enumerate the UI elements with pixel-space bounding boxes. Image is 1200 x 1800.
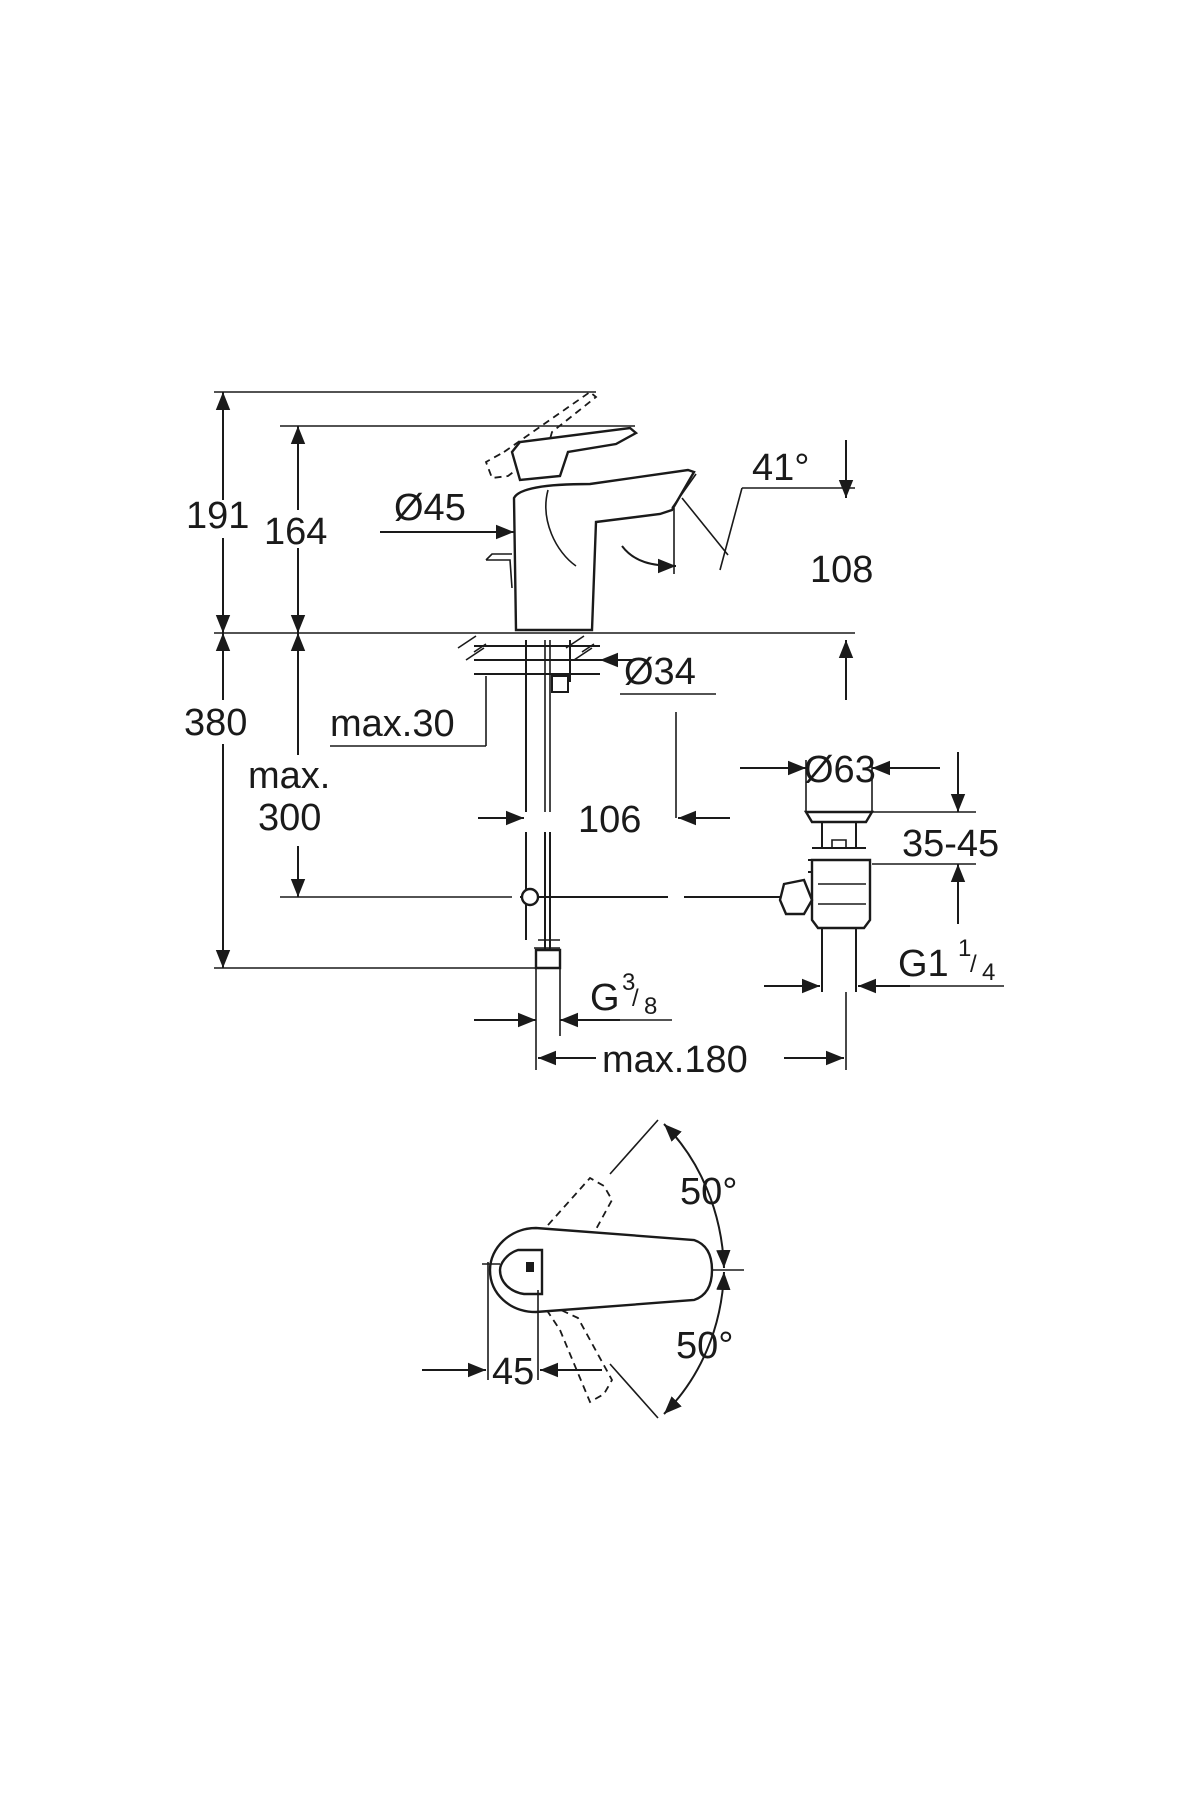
dim-d34-label: Ø34	[624, 651, 696, 693]
angle-upper-arc	[663, 1123, 731, 1269]
mounting-plate	[474, 645, 600, 675]
dim-d63-label: Ø63	[804, 749, 876, 791]
lever-handle	[510, 426, 639, 482]
faucet-spout-edge	[671, 473, 697, 509]
popup-rod	[485, 553, 513, 589]
lever-left-position	[538, 1176, 614, 1276]
dim-106-label: 106	[578, 799, 641, 841]
dim-380-label: 380	[184, 702, 247, 744]
dim-108-label: 108	[810, 549, 873, 591]
drain-side-nut	[778, 878, 814, 916]
deck-hatch-left	[457, 635, 487, 661]
lever-right-position	[537, 1297, 614, 1404]
drain-housing	[810, 858, 872, 930]
dim-191-label: 191	[186, 495, 249, 537]
dim-g114-main: G1	[898, 943, 949, 985]
dim-angle41-label: 41°	[752, 447, 809, 489]
faucet-body	[512, 468, 696, 632]
angle-ref-upper	[609, 1119, 659, 1175]
supply-hose-lower	[525, 832, 551, 950]
angle41-arc	[621, 545, 677, 574]
mounting-shank	[525, 640, 571, 682]
dim-g38-num: 3	[622, 969, 635, 996]
dim-g38-slash: /	[632, 985, 639, 1012]
drain-tail	[821, 928, 857, 992]
dim-35-45-label: 35-45	[902, 823, 999, 865]
dim-max300-label-1: max.	[248, 755, 330, 797]
lever-logo-mark	[526, 1262, 534, 1272]
supply-hose-braid	[544, 640, 551, 812]
angle-ref-lower	[609, 1363, 659, 1419]
faucet-inner-curve	[545, 489, 577, 567]
drain-head	[803, 810, 875, 824]
drain-inner	[818, 839, 866, 905]
dim-g114-num: 1	[958, 935, 971, 962]
dim-angle-lower-label: 50°	[676, 1325, 733, 1367]
dim-164-label: 164	[264, 511, 327, 553]
dim-d45-label: Ø45	[394, 487, 466, 529]
dim-max30-label: max.30	[330, 703, 455, 745]
dim-g38-den: 8	[644, 993, 657, 1020]
angle-lower-arc	[663, 1271, 731, 1415]
lever-top-cap	[498, 1248, 544, 1296]
hose-fitting-lines	[534, 939, 560, 949]
dim-w45-label: 45	[492, 1351, 534, 1393]
dim-angle-upper-label: 50°	[680, 1171, 737, 1213]
mounting-nut	[551, 675, 569, 693]
angle41-leader	[719, 487, 743, 571]
top-view: 45 50° 50°	[422, 1119, 744, 1419]
dim-g114-slash: /	[970, 951, 977, 978]
dim-g38-main: G	[590, 977, 620, 1019]
angle41-spout-line	[681, 497, 729, 556]
dim-max180-label: max.180	[602, 1039, 748, 1081]
side-view: 191 164 380 max. 300 Ø45 41°	[184, 390, 1004, 1081]
dim-max300-label-2: 300	[258, 797, 321, 839]
hose-fitting	[534, 948, 562, 970]
popup-linkage-clip	[520, 887, 540, 907]
dim-g114-den: 4	[982, 959, 995, 986]
